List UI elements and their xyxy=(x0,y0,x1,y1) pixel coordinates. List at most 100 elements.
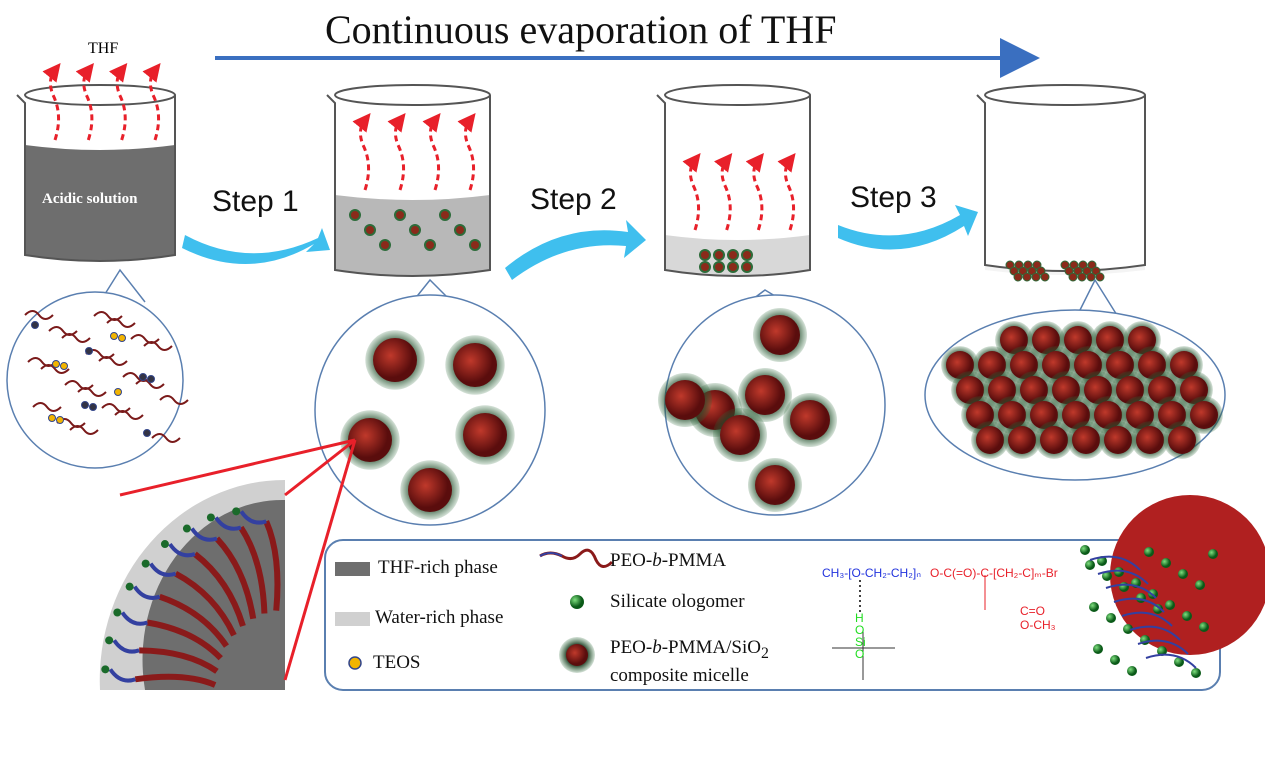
step-arrows xyxy=(182,205,978,280)
peo-chain xyxy=(1113,597,1165,613)
pmma-chain xyxy=(139,647,219,674)
silicate-ball xyxy=(1165,600,1175,610)
micelle-dot xyxy=(454,224,466,236)
pmma-chain xyxy=(238,525,268,614)
bubble xyxy=(6,291,184,469)
silicate-dot xyxy=(206,513,215,522)
vapor-arrow xyxy=(457,112,476,191)
acidic-solution-label: Acidic solution xyxy=(42,191,138,207)
micelle-dot xyxy=(1068,272,1078,282)
legend-micelle-icon xyxy=(559,637,595,673)
micelle-dot xyxy=(727,249,739,261)
silicate-ball xyxy=(1123,624,1133,634)
vapor-arrow xyxy=(682,152,701,231)
silicate-ball xyxy=(1102,571,1112,581)
legend-silicate-icon xyxy=(570,595,584,609)
micelle-dot xyxy=(1086,272,1096,282)
peo-chain xyxy=(1089,555,1141,571)
legend-thf-rich: THF-rich phase xyxy=(378,557,498,578)
micelle-dot xyxy=(713,261,725,273)
step3-arrow xyxy=(838,205,978,250)
silicate-ball xyxy=(1161,558,1171,568)
silicate-ball xyxy=(1119,582,1129,592)
micelle-dot xyxy=(349,209,361,221)
micelle-prefix: PEO- xyxy=(610,637,653,658)
teos xyxy=(60,362,68,370)
legend-micelle-closeup xyxy=(1080,495,1265,678)
micelle-dot xyxy=(394,209,406,221)
teos xyxy=(118,334,126,342)
structure-peo: CH₃-[O-CH₂-CH₂]ₙ xyxy=(822,566,921,580)
micelle-dot xyxy=(1077,272,1087,282)
micelle-dot xyxy=(379,239,391,251)
teos xyxy=(139,373,147,381)
teos xyxy=(143,429,151,437)
pmma-chain xyxy=(158,593,229,648)
teos xyxy=(48,414,56,422)
step1-arrow xyxy=(182,228,330,265)
silicate-ball xyxy=(1144,547,1154,557)
beaker-glass xyxy=(326,94,491,277)
vapor-arrow xyxy=(75,62,94,141)
zoom-bubble-3 xyxy=(658,289,886,516)
silicate-dot xyxy=(101,665,110,674)
vapor-arrow xyxy=(142,62,161,141)
vapor-arrow xyxy=(352,112,371,191)
silicate-dot xyxy=(113,608,122,617)
micelle-dot xyxy=(699,249,711,261)
pmma-chain xyxy=(214,536,257,620)
micelle-suffix: -PMMA/SiO xyxy=(661,637,761,658)
zoom-bubble-4 xyxy=(924,278,1226,481)
step-2-label: Step 2 xyxy=(530,183,617,216)
step-1-label: Step 1 xyxy=(212,185,299,218)
teos xyxy=(85,347,93,355)
silicate-ball xyxy=(1085,560,1095,570)
page-title: Continuous evaporation of THF xyxy=(325,7,837,52)
copolymer xyxy=(48,326,78,336)
micelle-subscript: 2 xyxy=(760,644,769,662)
micelle-dot xyxy=(1013,272,1023,282)
pmma-chain xyxy=(263,520,281,611)
micelle-dot xyxy=(364,224,376,236)
peo-chain xyxy=(108,668,136,683)
silicate-ball xyxy=(1208,549,1218,559)
vapor-arrow xyxy=(745,152,764,231)
micelle-dot xyxy=(1031,272,1041,282)
step2-arrow xyxy=(505,220,646,280)
micelle-dot xyxy=(699,261,711,273)
silicate-ball xyxy=(1182,611,1192,621)
silicate-ball xyxy=(1191,668,1201,678)
pmma-chain xyxy=(174,570,237,637)
zoom-bubble-1 xyxy=(6,268,189,469)
teos xyxy=(31,321,39,329)
silicate-ball xyxy=(1199,622,1209,632)
legend-copolymer: PEO-b-PMMA xyxy=(610,550,726,572)
silicate-ball xyxy=(1127,666,1137,676)
copolymer xyxy=(27,357,57,367)
silicate-ball xyxy=(1106,613,1116,623)
vapor-arrow xyxy=(42,62,61,141)
beakers xyxy=(16,62,1146,282)
copolymer xyxy=(101,403,131,413)
peo-chain xyxy=(1145,653,1197,669)
silicate-ball xyxy=(1080,545,1090,555)
silicate-dot xyxy=(105,636,114,645)
beaker-glass xyxy=(656,94,811,277)
beaker-4 xyxy=(976,84,1146,282)
copolymer xyxy=(64,380,94,390)
pmma-chain xyxy=(146,619,223,661)
silicate-ball xyxy=(1089,602,1099,612)
silicate-dot xyxy=(232,507,241,516)
legend-teos-icon xyxy=(348,656,362,670)
beaker-glass xyxy=(976,94,1146,272)
beaker-3 xyxy=(656,84,811,277)
copolymer xyxy=(24,310,54,320)
micelle-dot xyxy=(1040,272,1050,282)
beaker-1 xyxy=(16,62,176,262)
legend-water-rich: Water-rich phase xyxy=(375,607,504,628)
vapor-arrow xyxy=(777,152,796,231)
micelle-dot xyxy=(424,239,436,251)
micelle-dot xyxy=(1095,272,1105,282)
